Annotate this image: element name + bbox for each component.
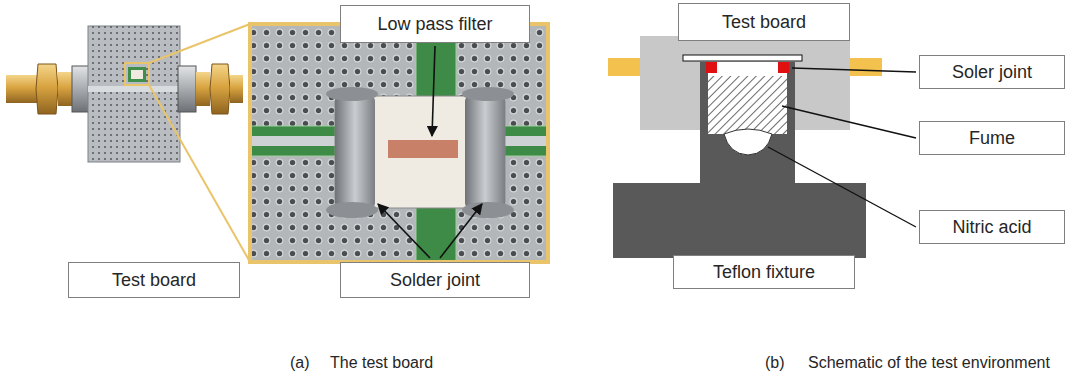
sma-nut	[36, 64, 58, 114]
zoom-square	[125, 63, 149, 85]
label-text: Solder joint	[390, 270, 480, 291]
sma-barrel	[58, 72, 72, 106]
fume-region	[708, 76, 787, 134]
sma-thread	[6, 75, 38, 103]
leader-line	[792, 68, 916, 72]
solder-fillet	[462, 87, 514, 101]
leader-line	[768, 147, 916, 227]
nitric-acid	[724, 129, 772, 155]
solder-fillet	[462, 202, 514, 218]
label-text: Low pass filter	[377, 14, 492, 35]
leader-arrows	[378, 46, 482, 258]
zoom-line	[149, 85, 250, 262]
label-text: Test board	[722, 12, 806, 33]
zoom-lines	[125, 24, 250, 262]
label-box: Fume	[919, 121, 1065, 155]
leader-line	[782, 106, 916, 138]
end-cap	[465, 96, 505, 208]
sub-caption: The test board	[330, 353, 433, 372]
inset-ground	[250, 24, 548, 262]
leader-lines	[768, 68, 916, 227]
solder-joint	[706, 62, 717, 73]
label-text: Soler joint	[952, 62, 1032, 83]
test-board-photo	[6, 26, 243, 162]
label-text: Test board	[112, 270, 196, 291]
solder-joint	[778, 62, 789, 73]
filter-body	[335, 96, 505, 208]
label-text: Fume	[969, 128, 1015, 149]
pcb-board	[88, 26, 180, 162]
connector-tab	[848, 58, 882, 76]
sma-nut	[210, 64, 230, 114]
leader-arrow	[440, 204, 482, 258]
label-text: Nitric acid	[952, 217, 1031, 238]
cavity	[708, 62, 787, 78]
inset-photo	[250, 24, 548, 262]
component	[131, 70, 143, 79]
pcb-trace	[88, 86, 180, 92]
solder-fillet	[326, 87, 378, 101]
teflon-fixture	[613, 62, 866, 258]
zoom-line	[149, 24, 250, 63]
inset-frame	[250, 24, 548, 262]
sma-flange	[72, 66, 90, 112]
pcb-vias	[88, 26, 180, 162]
component-pad	[128, 67, 146, 82]
sub-caption: (b)	[765, 353, 785, 372]
sub-caption: (a)	[290, 353, 310, 372]
solder-fillet	[326, 202, 378, 218]
label-box: Solder joint	[340, 262, 530, 298]
end-cap	[335, 96, 375, 208]
label-box: Test board	[68, 262, 240, 298]
inset-content	[250, 24, 548, 262]
label-box: Soler joint	[919, 55, 1065, 89]
label-box: Nitric acid	[919, 210, 1065, 244]
label-text: Teflon fixture	[713, 262, 815, 283]
sma-flange	[178, 66, 196, 112]
filter-element	[388, 140, 458, 158]
connector-tab	[608, 58, 642, 76]
sub-caption: Schematic of the test environment	[808, 353, 1050, 372]
leader-arrow	[432, 46, 435, 136]
sma-thread	[230, 75, 243, 103]
label-box: Low pass filter	[340, 5, 530, 43]
test-board-plate	[683, 55, 802, 61]
label-box: Test board	[678, 3, 850, 41]
label-box: Teflon fixture	[673, 255, 855, 289]
sma-barrel	[196, 72, 210, 106]
leader-arrow	[378, 204, 430, 258]
inset-vias	[250, 24, 548, 262]
